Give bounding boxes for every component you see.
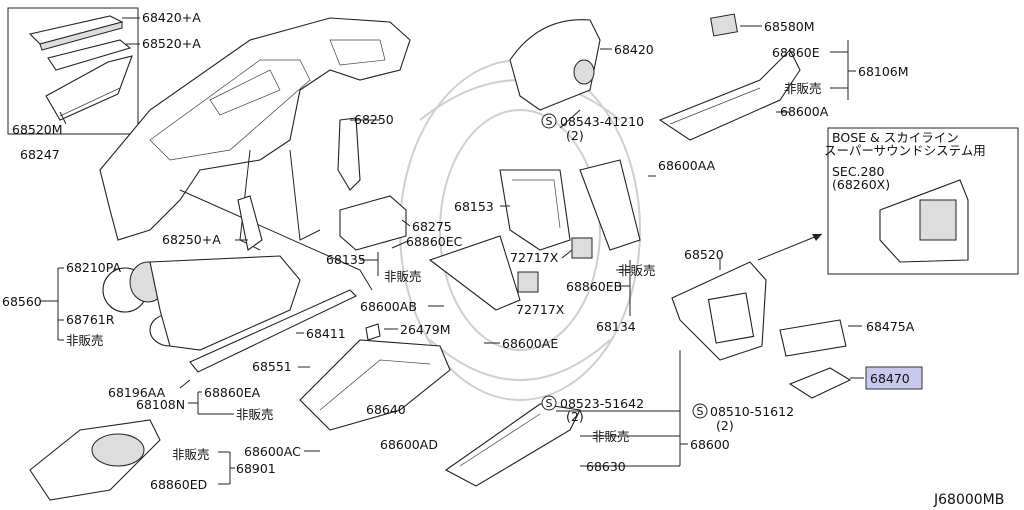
part-68475a-drawing [779,319,847,357]
part-68250a-drawing [237,195,263,251]
part-68520-drawing [671,261,767,361]
label-not-for-sale-68106m: 非販売 [784,81,822,96]
bose-inset-box [827,127,1019,275]
dashboard-panel-drawing [99,17,411,291]
label-68600aa[interactable]: 68600AA [658,158,716,173]
label-68420[interactable]: 68420 [614,42,654,57]
part-68520m-drawing [45,55,133,121]
label-68520[interactable]: 68520 [684,247,724,262]
label-08523-qty: (2) [566,409,584,424]
label-68275[interactable]: 68275 [412,219,452,234]
part-68520-a-drawing [47,39,132,71]
label-68860e[interactable]: 68860E [772,45,820,60]
label-68600a[interactable]: 68600A [780,104,829,119]
label-72717x-a[interactable]: 72717X [510,250,559,265]
label-68420-a[interactable]: 68420+A [142,10,201,25]
bose-pointer-arrow [812,234,822,241]
label-68520-a[interactable]: 68520+A [142,36,201,51]
label-68250-a[interactable]: 68250+A [162,232,221,247]
label-68860ed[interactable]: 68860ED [150,477,207,492]
label-08523-51642[interactable]: 08523-51642 [560,396,644,411]
part-68275-drawing [339,195,407,251]
bose-note-line1: BOSE & スカイライン [832,130,959,145]
label-68761r[interactable]: 68761R [66,312,115,327]
label-68600ae[interactable]: 68600AE [502,336,558,351]
label-68600ad[interactable]: 68600AD [380,437,438,452]
part-68260x-drawing [879,179,969,263]
part-68420-drawing [509,19,601,111]
label-68901[interactable]: 68901 [236,461,276,476]
label-68600ab[interactable]: 68600AB [360,299,417,314]
label-not-for-sale-68108n: 非販売 [236,407,274,422]
label-68210pa[interactable]: 68210PA [66,260,122,275]
label-68470[interactable]: 68470 [870,371,910,386]
part-68560-drawing [102,255,301,351]
diagram-code: J68000MB [933,492,1004,508]
label-68135[interactable]: 68135 [326,252,366,267]
part-68470-drawing [788,367,852,399]
part-68134-drawing [428,235,521,311]
label-08510-51612[interactable]: 08510-51612 [710,404,794,419]
s-symbol-08510: S [692,403,708,419]
part-68600aa-bracket [579,159,641,251]
bose-note-line2: スーパーサウンドシステム用 [824,143,986,158]
svg-text:S: S [546,115,553,128]
label-68411[interactable]: 68411 [306,326,346,341]
part-72717x-b [517,271,539,293]
label-not-for-sale-68134: 非販売 [618,263,656,278]
label-08543-41210[interactable]: 08543-41210 [560,114,644,129]
label-68600ac[interactable]: 68600AC [244,444,301,459]
label-68475a[interactable]: 68475A [866,319,915,334]
label-68640[interactable]: 68640 [366,402,406,417]
svg-text:S: S [697,405,704,418]
part-68108n-drawing [299,339,451,431]
bose-pointer-line [757,233,823,261]
label-26479m[interactable]: 26479M [400,322,451,337]
label-08510-qty: (2) [716,418,734,433]
label-68250[interactable]: 68250 [354,112,394,127]
s-symbol-08523: S [541,395,557,411]
s-symbol-08543: S [541,113,557,129]
svg-text:S: S [546,397,553,410]
part-26479m-drawing [365,323,381,341]
label-68247[interactable]: 68247 [20,147,60,162]
label-68630[interactable]: 68630 [586,459,626,474]
bose-note-sec-sub: (68260X) [832,177,890,192]
part-68106m-drawing [658,49,801,141]
label-not-for-sale-68600: 非販売 [592,429,630,444]
label-68560[interactable]: 68560 [2,294,42,309]
label-68106m[interactable]: 68106M [858,64,909,79]
inset-box-68247 [7,7,139,135]
part-68470-highlight[interactable] [865,366,923,390]
bose-note-sec[interactable]: SEC.280 [832,164,884,179]
part-68901-drawing [29,419,161,501]
part-68420-a-drawing [28,15,124,51]
label-68551[interactable]: 68551 [252,359,292,374]
label-68134[interactable]: 68134 [596,319,636,334]
label-68196aa[interactable]: 68196AA [108,385,166,400]
label-68600[interactable]: 68600 [690,437,730,452]
label-not-for-sale-68135: 非販売 [384,269,422,284]
part-68600-drawing [444,403,581,487]
label-68520m[interactable]: 68520M [12,122,63,137]
part-68411-drawing [189,289,357,373]
label-68580m[interactable]: 68580M [764,19,815,34]
label-68108n[interactable]: 68108N [136,397,185,412]
part-68580m-drawing [710,13,738,37]
part-72717x-a [571,237,593,259]
label-not-for-sale-68560: 非販売 [66,333,104,348]
leader-lines [40,25,864,485]
part-68153-drawing [499,169,571,251]
label-68153[interactable]: 68153 [454,199,494,214]
label-72717x-b[interactable]: 72717X [516,302,565,317]
label-68860eb[interactable]: 68860EB [566,279,622,294]
part-68250-drawing [337,117,361,191]
label-08543-qty: (2) [566,128,584,143]
label-68860ec[interactable]: 68860EC [406,234,463,249]
label-not-for-sale-68901: 非販売 [172,447,210,462]
label-68860ea[interactable]: 68860EA [204,385,261,400]
